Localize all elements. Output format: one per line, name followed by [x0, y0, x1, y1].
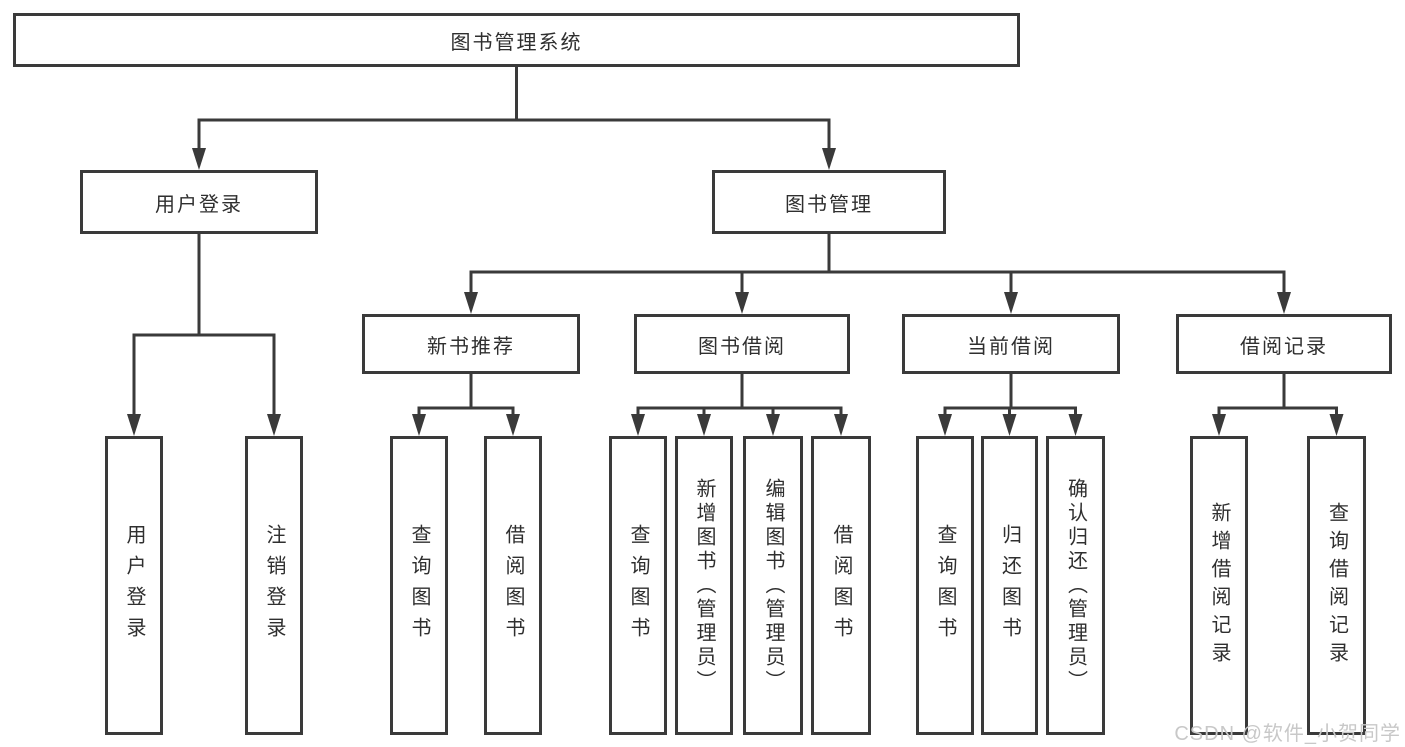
node-br-add: 新增借阅记录	[1190, 436, 1248, 735]
node-label: 确认归还（管理员）	[1064, 477, 1087, 694]
node-label: 查询图书	[408, 523, 430, 648]
node-current-borrow: 当前借阅	[902, 314, 1120, 374]
node-user-login: 用户登录	[80, 170, 318, 234]
node-label: 编辑图书（管理员）	[762, 477, 784, 694]
node-label: 查询借阅记录	[1325, 501, 1348, 670]
node-label: 图书管理	[785, 193, 873, 216]
node-bb-query: 查询图书	[609, 436, 667, 735]
node-label: 图书管理系统	[450, 31, 583, 54]
node-label: 借阅记录	[1240, 335, 1328, 358]
node-cb-return: 归还图书	[981, 436, 1038, 735]
node-root: 图书管理系统	[13, 13, 1020, 67]
node-label: 借阅图书	[502, 523, 524, 648]
node-book-mgmt: 图书管理	[712, 170, 946, 234]
node-label: 新书推荐	[427, 335, 515, 358]
node-bb-edit: 编辑图书（管理员）	[743, 436, 803, 735]
node-leaf-logout: 注销登录	[245, 436, 303, 735]
node-label: 查询图书	[627, 523, 649, 648]
node-label: 新增图书（管理员）	[693, 477, 715, 694]
node-nb-borrow: 借阅图书	[484, 436, 542, 735]
node-book-borrow: 图书借阅	[634, 314, 850, 374]
node-new-book-rec: 新书推荐	[362, 314, 580, 374]
node-label: 用户登录	[155, 193, 243, 216]
node-label: 归还图书	[998, 523, 1021, 648]
node-label: 注销登录	[263, 523, 285, 648]
node-label: 新增借阅记录	[1208, 501, 1230, 670]
node-borrow-record: 借阅记录	[1176, 314, 1392, 374]
node-label: 当前借阅	[967, 335, 1055, 358]
node-label: 借阅图书	[830, 523, 852, 648]
node-nb-query: 查询图书	[390, 436, 448, 735]
node-cb-confirm: 确认归还（管理员）	[1046, 436, 1105, 735]
node-bb-add: 新增图书（管理员）	[675, 436, 733, 735]
node-label: 查询图书	[934, 523, 956, 648]
node-bb-borrow: 借阅图书	[811, 436, 871, 735]
node-br-query: 查询借阅记录	[1307, 436, 1366, 735]
node-label: 图书借阅	[698, 335, 786, 358]
node-cb-query: 查询图书	[916, 436, 974, 735]
node-label: 用户登录	[123, 523, 145, 648]
watermark-text: CSDN @软件_小贺同学	[1174, 723, 1401, 745]
node-leaf-user-login: 用户登录	[105, 436, 163, 735]
